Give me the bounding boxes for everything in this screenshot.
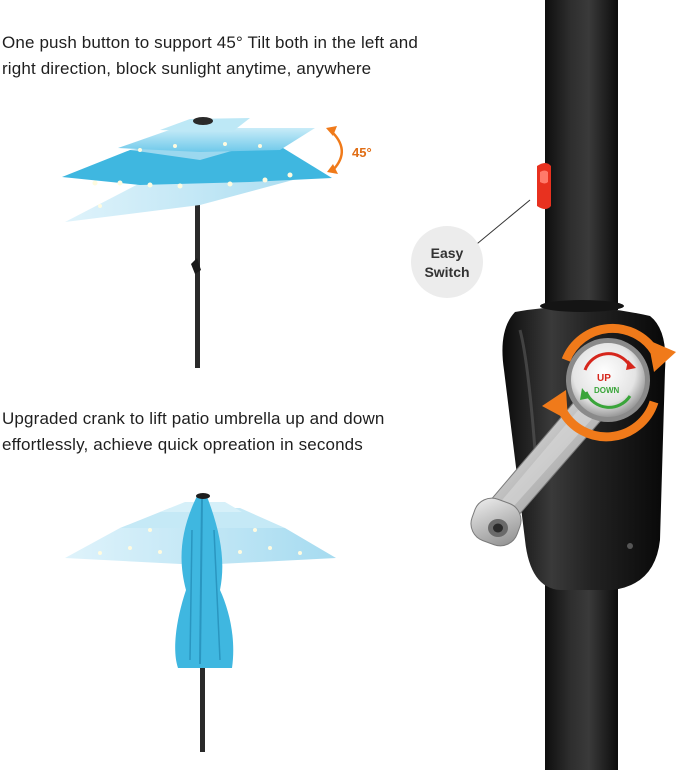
callout-line: [471, 199, 531, 249]
pole-closeup: UP DOWN: [470, 0, 676, 770]
easy-switch-callout: Easy Switch: [411, 226, 483, 298]
crank-caption-line-1: Upgraded crank to lift patio umbrella up…: [2, 409, 385, 428]
tilt-angle-label: 45°: [352, 145, 372, 160]
dial-up-label: UP: [597, 373, 611, 384]
tilted-canopy-tier-3: [160, 118, 250, 132]
led-lights-lower: [98, 528, 302, 555]
tilted-umbrella: 45°: [62, 117, 372, 368]
rotate-arrow-bottom-icon: [558, 400, 659, 442]
top-cap-icon: [196, 493, 210, 499]
led-lights: [92, 142, 293, 208]
rotate-arrow-top-icon: [561, 323, 659, 362]
folding-umbrella: [65, 493, 336, 752]
callout-line-1: Easy: [431, 245, 464, 261]
pole-upper: [545, 0, 618, 310]
pole-lower: [545, 580, 618, 770]
tilt-arc-arrow: [329, 129, 343, 171]
tilted-canopy-main: [62, 140, 332, 185]
tilt-feature-caption: One push button to support 45° Tilt both…: [2, 30, 502, 82]
callout-line-2: Switch: [424, 264, 469, 280]
up-arrow-icon: [583, 352, 632, 371]
tilt-caption-line-1: One push button to support 45° Tilt both…: [2, 33, 418, 52]
tilted-canopy-lower: [65, 170, 330, 222]
crank-caption-line-2: effortlessly, achieve quick opreation in…: [2, 435, 363, 454]
tilt-caption-line-2: right direction, block sunlight anytime,…: [2, 59, 372, 78]
tilt-switch-button[interactable]: [537, 163, 551, 209]
umbrella-pole-lower: [200, 600, 205, 752]
callout-bubble: [411, 226, 483, 298]
solar-cap-icon: [193, 117, 213, 125]
mini-crank-icon: [191, 258, 201, 274]
dial-down-label: DOWN: [594, 386, 620, 395]
tilted-canopy-tier-2: [118, 128, 315, 152]
crank-feature-caption: Upgraded crank to lift patio umbrella up…: [2, 406, 462, 458]
